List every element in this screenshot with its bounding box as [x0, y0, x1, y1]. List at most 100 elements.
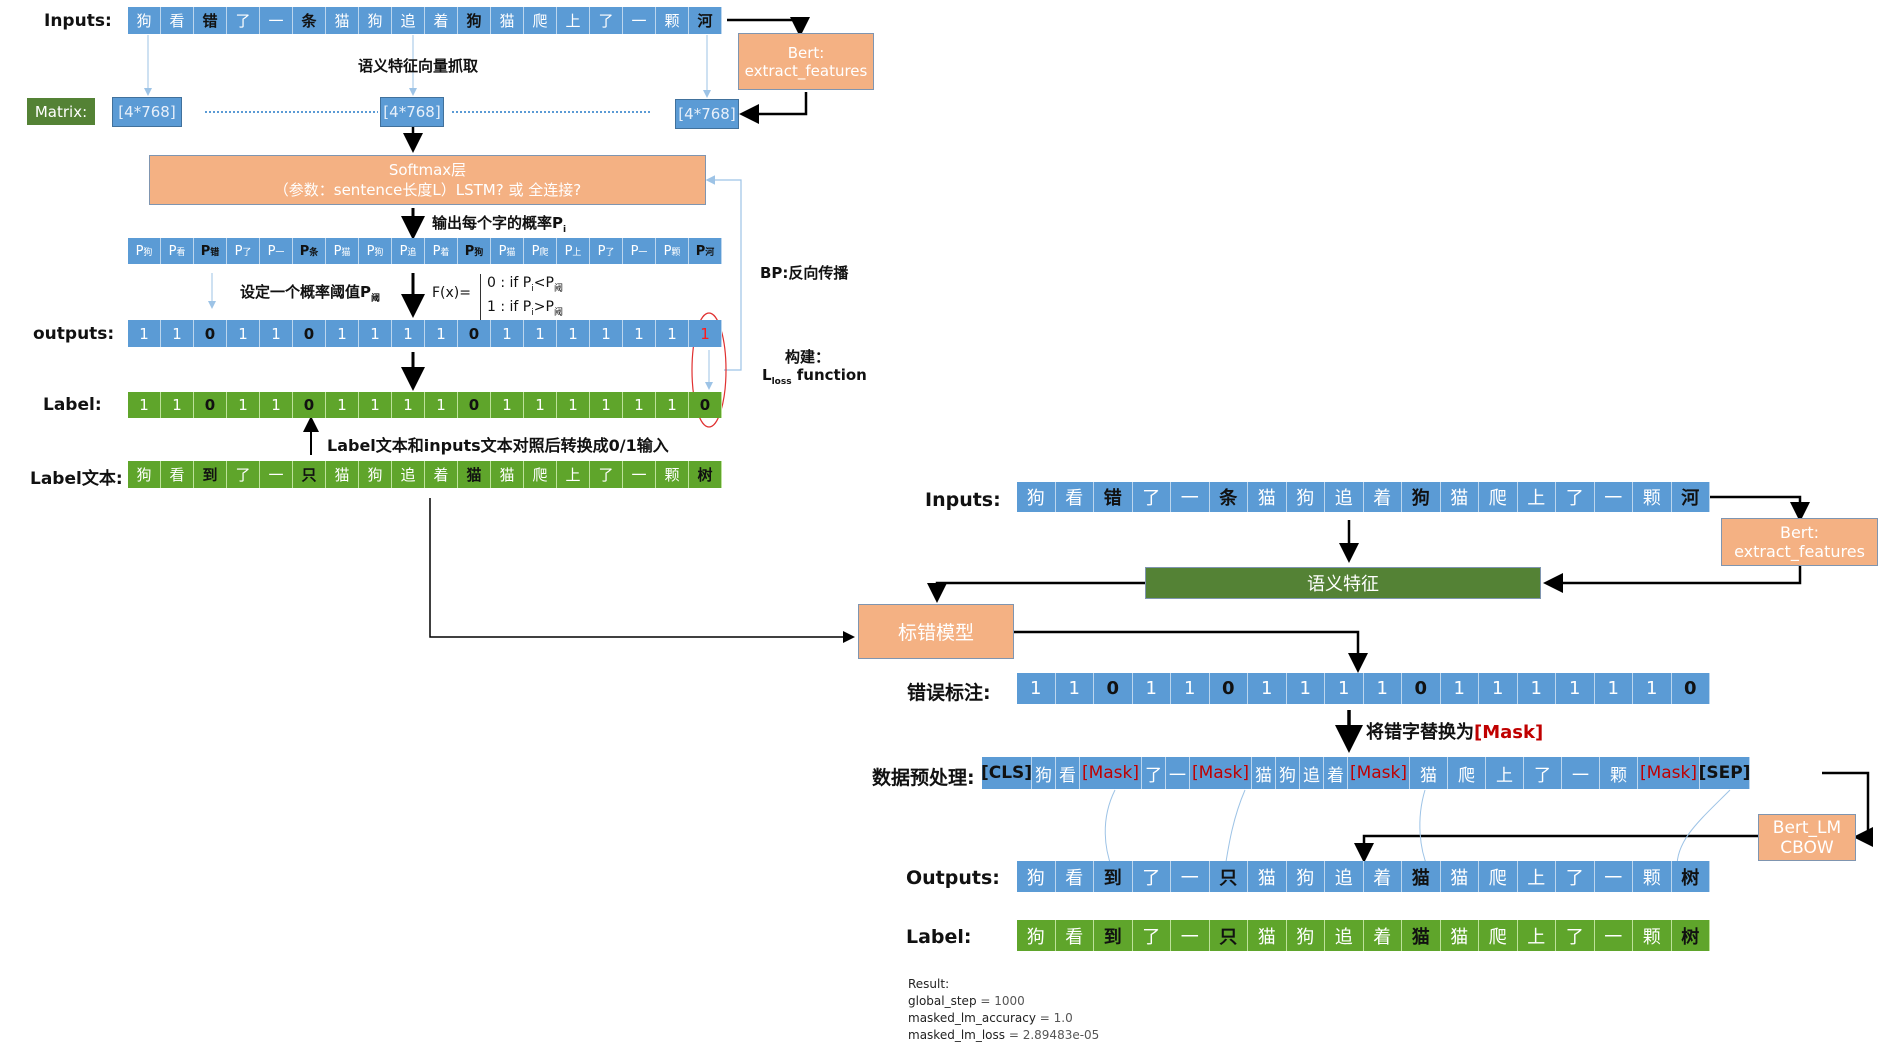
label-token: 追	[1325, 920, 1364, 951]
error-bit: 1	[1633, 673, 1672, 704]
preprocess-token: 一	[1562, 757, 1600, 789]
error-bit: 1	[1517, 673, 1556, 704]
output-bit: 1	[557, 320, 590, 347]
input-token: 追	[1325, 482, 1364, 512]
output-bit: 0	[293, 320, 326, 347]
error-bit: 1	[1055, 673, 1094, 704]
label-token: 到	[1094, 920, 1133, 951]
formula-case-1: 1 : if Pi>P阈	[487, 298, 563, 318]
bertlm-line2: CBOW	[1780, 837, 1834, 858]
preprocess-token: 狗	[1032, 757, 1056, 789]
label-text-token: 狗	[128, 461, 161, 488]
output-token: 狗	[1017, 861, 1056, 892]
output-token: 狗	[1286, 861, 1325, 892]
label-token: 狗	[1017, 920, 1056, 951]
input-token: 爬	[524, 7, 557, 34]
preprocess-token: 爬	[1448, 757, 1486, 789]
preprocess-token: 猫	[1410, 757, 1448, 789]
preprocess-token: [Mask]	[1638, 757, 1700, 789]
output-token: 着	[1363, 861, 1402, 892]
loss-label-line1: 构建：	[785, 348, 831, 366]
bp-feedback-line	[705, 175, 742, 371]
error-bit: 1	[1286, 673, 1325, 704]
label-bit: 1	[161, 392, 194, 418]
input-token: 错	[1094, 482, 1133, 512]
label-token: 爬	[1479, 920, 1518, 951]
output-bit: 1	[128, 320, 161, 347]
label-token: 猫	[1402, 920, 1441, 951]
preprocess-row: [CLS]狗看[Mask]了一[Mask]猫狗追着[Mask]猫爬上了一颗[Ma…	[981, 757, 1750, 789]
input-token: 了	[227, 7, 260, 34]
output-bit: 1	[359, 320, 392, 347]
output-token: 颗	[1633, 861, 1672, 892]
bottom-bert-extract-features-box: Bert: extract_features	[1721, 518, 1878, 566]
arrow-semantic-to-model	[927, 581, 1145, 603]
label-bit: 0	[194, 392, 227, 418]
preprocess-token: 猫	[1252, 757, 1276, 789]
bottom-bert-line2: extract_features	[1734, 542, 1865, 561]
preprocess-token: [CLS]	[981, 757, 1032, 789]
label-text-token: 只	[293, 461, 326, 488]
label-bit: 1	[359, 392, 392, 418]
preprocess-token: 追	[1300, 757, 1324, 789]
label-bit: 0	[458, 392, 491, 418]
bottom-inputs-label: Inputs:	[925, 489, 1001, 511]
label-text-token: 狗	[359, 461, 392, 488]
top-inputs-label: Inputs:	[44, 11, 112, 31]
softmax-layer-box: Softmax层 （参数：sentence长度L）LSTM? 或 全连接?	[149, 155, 706, 205]
label-token: 猫	[1248, 920, 1287, 951]
input-token: 条	[1209, 482, 1248, 512]
label-token: 着	[1363, 920, 1402, 951]
bert-box-line1: Bert:	[787, 43, 825, 62]
label-text-label: Label文本:	[30, 469, 123, 489]
softmax-params: （参数：sentence长度L）LSTM? 或 全连接?	[273, 181, 582, 199]
preprocess-token: 一	[1166, 757, 1190, 789]
output-token: 追	[1325, 861, 1364, 892]
preprocess-token: [Mask]	[1190, 757, 1252, 789]
input-token: 看	[1055, 482, 1094, 512]
output-bit: 1	[161, 320, 194, 347]
input-token: 条	[293, 7, 326, 34]
error-bit: 1	[1594, 673, 1633, 704]
output-bit: 0	[194, 320, 227, 347]
output-token: 一	[1171, 861, 1210, 892]
label-token: 一	[1171, 920, 1210, 951]
preprocess-token: 狗	[1276, 757, 1300, 789]
label-bit: 1	[557, 392, 590, 418]
output-bit: 0	[458, 320, 491, 347]
semantic-caption: 语义特征向量抓取	[358, 57, 479, 75]
label-text-token: 爬	[524, 461, 557, 488]
error-bit: 1	[1479, 673, 1518, 704]
label-text-token: 猫	[491, 461, 524, 488]
error-bit: 0	[1402, 673, 1441, 704]
error-bit: 1	[1171, 673, 1210, 704]
label-text-token: 猫	[326, 461, 359, 488]
result-loss: masked_lm_loss = 2.89483e-05	[908, 1028, 1100, 1042]
input-token: 爬	[1479, 482, 1518, 512]
label-text-token: 了	[227, 461, 260, 488]
label-bit: 1	[260, 392, 293, 418]
arrow-bert2-to-semantic	[1543, 566, 1802, 593]
label-token: 了	[1132, 920, 1171, 951]
input-token: 狗	[1286, 482, 1325, 512]
output-bit: 1	[656, 320, 689, 347]
softmax-title: Softmax层	[388, 161, 467, 179]
bertlm-line1: Bert_LM	[1772, 817, 1842, 838]
input-token: 看	[161, 7, 194, 34]
output-bit: 1	[590, 320, 623, 347]
arrow-inputs2-to-bert	[1710, 495, 1810, 522]
error-bit: 0	[1671, 673, 1710, 704]
label-token: 树	[1671, 920, 1710, 951]
top-label-label: Label:	[43, 395, 102, 415]
arrow-bertlm-to-outputs	[1354, 834, 1758, 863]
input-token: 追	[392, 7, 425, 34]
